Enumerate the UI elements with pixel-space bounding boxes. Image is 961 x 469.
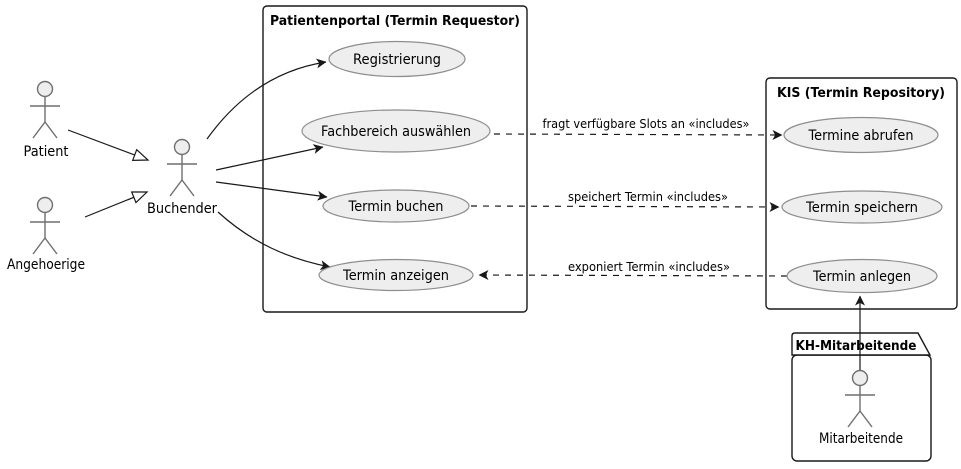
usecase-termin-anlegen: Termin anlegen (786, 258, 938, 294)
connector-speichert-termin: speichert Termin «includes» (470, 190, 780, 212)
usecase-termin-speichern-label: Termin speichern (805, 200, 918, 216)
edge-buchender-to-termin-anzeigen (217, 211, 331, 271)
actor-buchender-figure (166, 138, 198, 197)
usecase-fachbereich-auswaehlen: Fachbereich auswählen (301, 109, 491, 153)
package-kh-mitarbeitende: KH-Mitarbeitende (791, 332, 932, 462)
package-patientenportal-title: Patientenportal (Termin Requestor) (270, 14, 520, 29)
connector-fragt-slots: fragt verfügbare Slots an «includes» (493, 117, 783, 140)
actor-buchender: Buchender (147, 138, 217, 217)
usecase-termin-anlegen-label: Termin anlegen (812, 269, 911, 285)
package-patientenportal: Patientenportal (Termin Requestor) (262, 5, 528, 313)
usecase-termin-buchen: Termin buchen (322, 189, 470, 223)
usecase-termin-anzeigen-shape (318, 258, 474, 292)
actor-angehoerige-figure (29, 196, 61, 255)
package-kh-mitarbeitende-title: KH-Mitarbeitende (796, 339, 917, 354)
package-kis-title: KIS (Termin Repository) (777, 86, 945, 101)
edge-buchender-to-termin-buchen (215, 181, 328, 201)
package-patientenportal-border (262, 5, 528, 313)
edge-label-speichert-termin: speichert Termin «includes» (568, 190, 728, 204)
actor-mitarbeitende-label: Mitarbeitende (819, 431, 903, 447)
usecase-termine-abrufen-shape (783, 116, 939, 154)
actor-mitarbeitende: Mitarbeitende (819, 369, 903, 447)
usecase-termin-buchen-shape (322, 189, 470, 223)
actor-patient-figure (29, 80, 61, 139)
usecase-termine-abrufen: Termine abrufen (783, 116, 939, 154)
actor-angehoerige-label: Angehoerige (7, 257, 85, 273)
edge-termin-buchen-to-termin-speichern (470, 201, 780, 212)
usecase-registrierung-shape (328, 40, 466, 78)
edge-label-fragt-slots: fragt verfügbare Slots an «includes» (543, 117, 750, 131)
usecase-termin-speichern: Termin speichern (781, 190, 943, 224)
edge-buchender-to-registrierung (206, 58, 327, 140)
usecase-termin-anlegen-shape (786, 258, 938, 294)
usecase-fachbereich-auswaehlen-label: Fachbereich auswählen (321, 124, 471, 140)
edge-buchender-to-fachbereich (215, 144, 324, 171)
actor-patient-label: Patient (24, 144, 69, 160)
usecase-termine-abrufen-label: Termine abrufen (808, 128, 914, 144)
edge-patient-to-buchender (67, 129, 148, 160)
actor-patient: Patient (24, 80, 69, 160)
actor-buchender-label: Buchender (147, 201, 217, 217)
connector-exponiert-termin: exponiert Termin «includes» (478, 260, 788, 281)
usecase-termin-anzeigen: Termin anzeigen (318, 258, 474, 292)
usecase-termin-buchen-label: Termin buchen (348, 199, 444, 215)
edge-termin-anlegen-to-termin-anzeigen (478, 270, 788, 281)
package-kh-mitarbeitende-tab (791, 332, 932, 356)
usecase-termin-anzeigen-label: Termin anzeigen (342, 268, 449, 284)
usecase-termin-speichern-shape (781, 190, 943, 224)
usecase-registrierung-label: Registrierung (353, 52, 441, 68)
usecase-registrierung: Registrierung (328, 40, 466, 78)
edge-fachbereich-to-termine-abrufen (493, 129, 783, 140)
edge-angehoerige-to-buchender (84, 192, 147, 218)
edge-label-exponiert-termin: exponiert Termin «includes» (568, 260, 730, 274)
usecase-fachbereich-auswaehlen-shape (301, 109, 491, 153)
actor-angehoerige: Angehoerige (7, 196, 85, 273)
